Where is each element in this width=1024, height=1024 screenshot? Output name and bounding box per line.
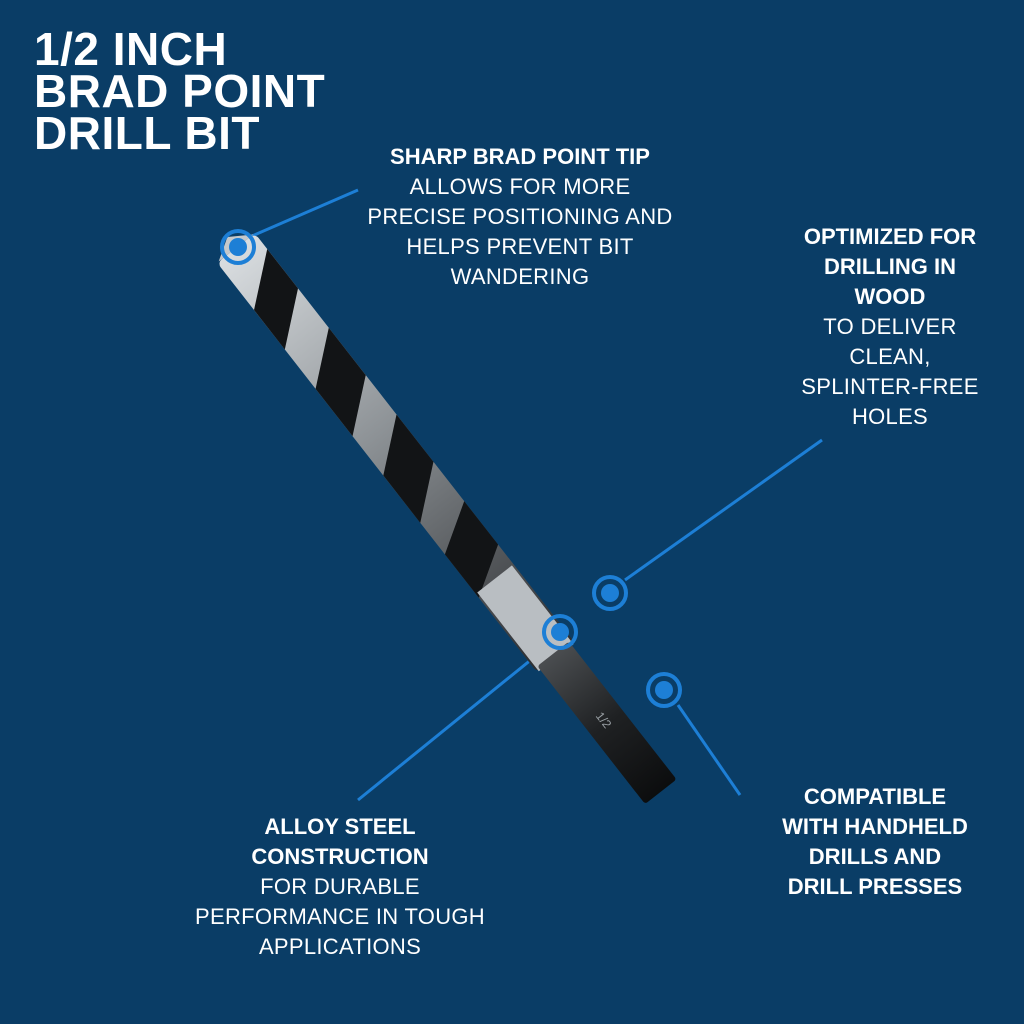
callout-steel-heading-1: ALLOY STEEL [264, 814, 416, 839]
callout-tip-body-4: WANDERING [450, 264, 590, 289]
callout-brad-point-tip: SHARP BRAD POINT TIP ALLOWS FOR MORE PRE… [360, 142, 680, 292]
callout-steel-body-1: FOR DURABLE [260, 874, 420, 899]
marker-ring-tip [220, 229, 256, 265]
callout-compat-heading-2: WITH HANDHELD [782, 814, 968, 839]
callout-wood-body-1: TO DELIVER [823, 314, 957, 339]
callout-optimized-wood: OPTIMIZED FOR DRILLING IN WOOD TO DELIVE… [770, 222, 1010, 432]
callout-wood-heading-2: DRILLING IN [824, 254, 956, 279]
marker-ring-steel [542, 614, 578, 650]
drill-shank [538, 642, 676, 803]
title-line-2: BRAD POINT [34, 65, 326, 117]
leader-line-tip [251, 188, 359, 238]
callout-compat-heading-4: DRILL PRESSES [787, 874, 963, 899]
callout-wood-heading-3: WOOD [854, 284, 926, 309]
callout-steel-body-3: APPLICATIONS [258, 934, 422, 959]
leader-line-compat [676, 704, 742, 796]
marker-ring-wood [592, 575, 628, 611]
marker-ring-compat [646, 672, 682, 708]
callout-compat-heading-3: DRILLS AND [808, 844, 942, 869]
callout-compatible: COMPATIBLE WITH HANDHELD DRILLS AND DRIL… [740, 782, 1010, 902]
callout-compat-heading-1: COMPATIBLE [803, 784, 947, 809]
callout-alloy-steel: ALLOY STEEL CONSTRUCTION FOR DURABLE PER… [170, 812, 510, 962]
page-title: 1/2 INCH BRAD POINT DRILL BIT [34, 23, 326, 159]
callout-wood-body-4: HOLES [851, 404, 929, 429]
callout-steel-body-2: PERFORMANCE IN TOUGH [195, 904, 485, 929]
title-line-3: DRILL BIT [34, 107, 260, 159]
callout-wood-body-3: SPLINTER-FREE [801, 374, 979, 399]
callout-tip-body-3: HELPS PREVENT BIT [406, 234, 634, 259]
leader-line-steel [357, 644, 549, 802]
callout-tip-body-1: ALLOWS FOR MORE [409, 174, 631, 199]
callout-steel-heading-2: CONSTRUCTION [251, 844, 429, 869]
callout-wood-body-2: CLEAN, [849, 344, 931, 369]
callout-tip-heading: SHARP BRAD POINT TIP [390, 144, 650, 169]
callout-wood-heading-1: OPTIMIZED FOR [803, 224, 977, 249]
callout-tip-body-2: PRECISE POSITIONING AND [367, 204, 673, 229]
title-line-1: 1/2 INCH [34, 23, 228, 75]
leader-line-wood [624, 438, 823, 582]
